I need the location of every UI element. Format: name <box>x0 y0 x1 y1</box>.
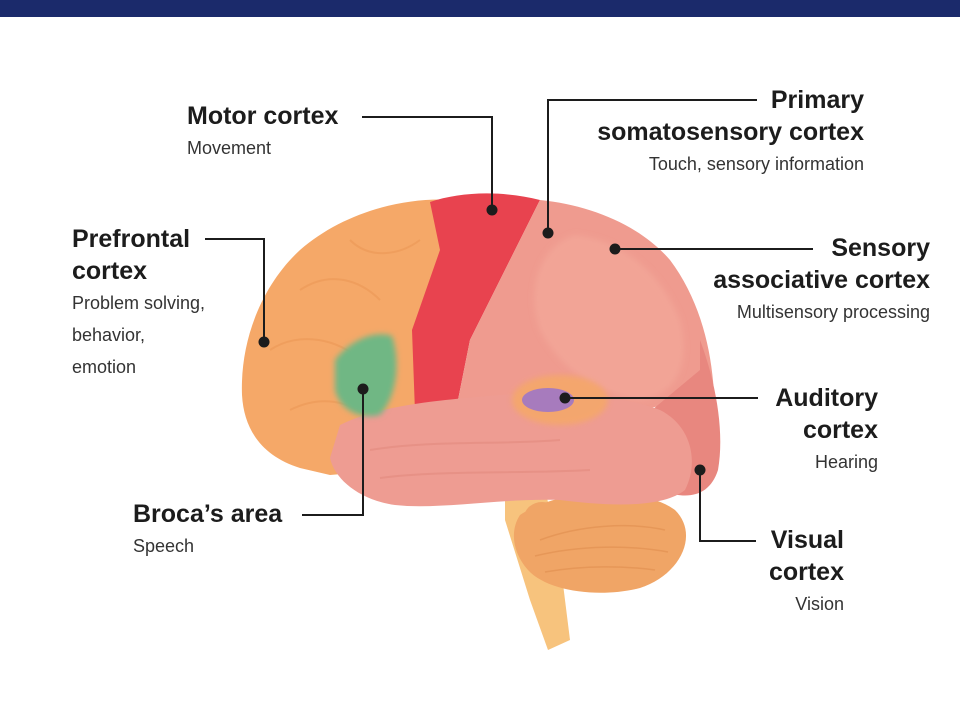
prefrontal-leader <box>205 238 265 342</box>
auditory-cortex-region <box>522 388 574 412</box>
prefrontal-cortex-label: Prefrontal cortex Problem solving, behav… <box>72 223 205 379</box>
sensory-assoc-title-1: Sensory <box>831 234 930 262</box>
somatosensory-title-2: somatosensory cortex <box>597 118 864 146</box>
temporal-lobe <box>330 393 692 507</box>
prefrontal-desc-2: behavior, <box>72 325 146 345</box>
prefrontal-desc-1: Problem solving, <box>72 293 206 313</box>
prefrontal-dot <box>258 336 270 348</box>
broca-area-region <box>335 334 397 417</box>
frontal-gyri <box>269 239 421 421</box>
slide-top-bar <box>0 0 960 17</box>
temporal-gyri <box>369 439 591 479</box>
visual-dot <box>694 464 706 476</box>
pons <box>524 502 560 534</box>
visual-title-1: Visual <box>770 526 844 554</box>
auditory-desc: Hearing <box>814 452 878 472</box>
visual-cortex-label: Visual cortex Vision <box>769 524 844 616</box>
sensory-associative-region <box>534 235 684 400</box>
broca-area-label: Broca’s area Speech <box>133 498 282 558</box>
motor-cortex-title: Motor cortex <box>187 102 339 130</box>
broca-leader <box>302 389 364 516</box>
auditory-title-2: cortex <box>802 416 878 444</box>
motor-dot <box>486 204 498 216</box>
visual-desc: Vision <box>795 594 844 614</box>
sensory-associative-label: Sensory associative cortex Multisensory … <box>713 232 930 324</box>
somatosensory-desc: Touch, sensory information <box>648 154 864 174</box>
prefrontal-title-2: cortex <box>72 257 148 285</box>
somatosensory-leader <box>547 99 757 233</box>
sensory-assoc-title-2: associative cortex <box>713 266 930 294</box>
somatosensory-dot <box>542 227 554 239</box>
auditory-cortex-label: Auditory cortex Hearing <box>775 382 878 474</box>
motor-leader <box>362 116 493 210</box>
broca-desc: Speech <box>133 536 195 556</box>
visual-title-2: cortex <box>768 558 844 586</box>
prefrontal-title-1: Prefrontal <box>72 225 191 253</box>
somatosensory-cortex-label: Primary somatosensory cortex Touch, sens… <box>597 84 864 176</box>
somatosensory-title-1: Primary <box>770 86 864 114</box>
prefrontal-desc-3: emotion <box>72 357 137 377</box>
broca-dot <box>357 383 369 395</box>
auditory-title-1: Auditory <box>775 384 878 412</box>
broca-title: Broca’s area <box>133 500 283 528</box>
motor-cortex-desc: Movement <box>187 138 272 158</box>
auditory-dot <box>559 392 571 404</box>
motor-cortex-region <box>412 193 540 415</box>
leader-lines <box>205 99 813 542</box>
sensory-assoc-desc: Multisensory processing <box>736 302 930 322</box>
visual-leader <box>699 470 756 542</box>
cerebellum-folds <box>534 524 669 573</box>
leader-dots <box>258 204 706 476</box>
motor-cortex-label: Motor cortex Movement <box>187 100 338 160</box>
sensory-assoc-dot <box>609 243 621 255</box>
